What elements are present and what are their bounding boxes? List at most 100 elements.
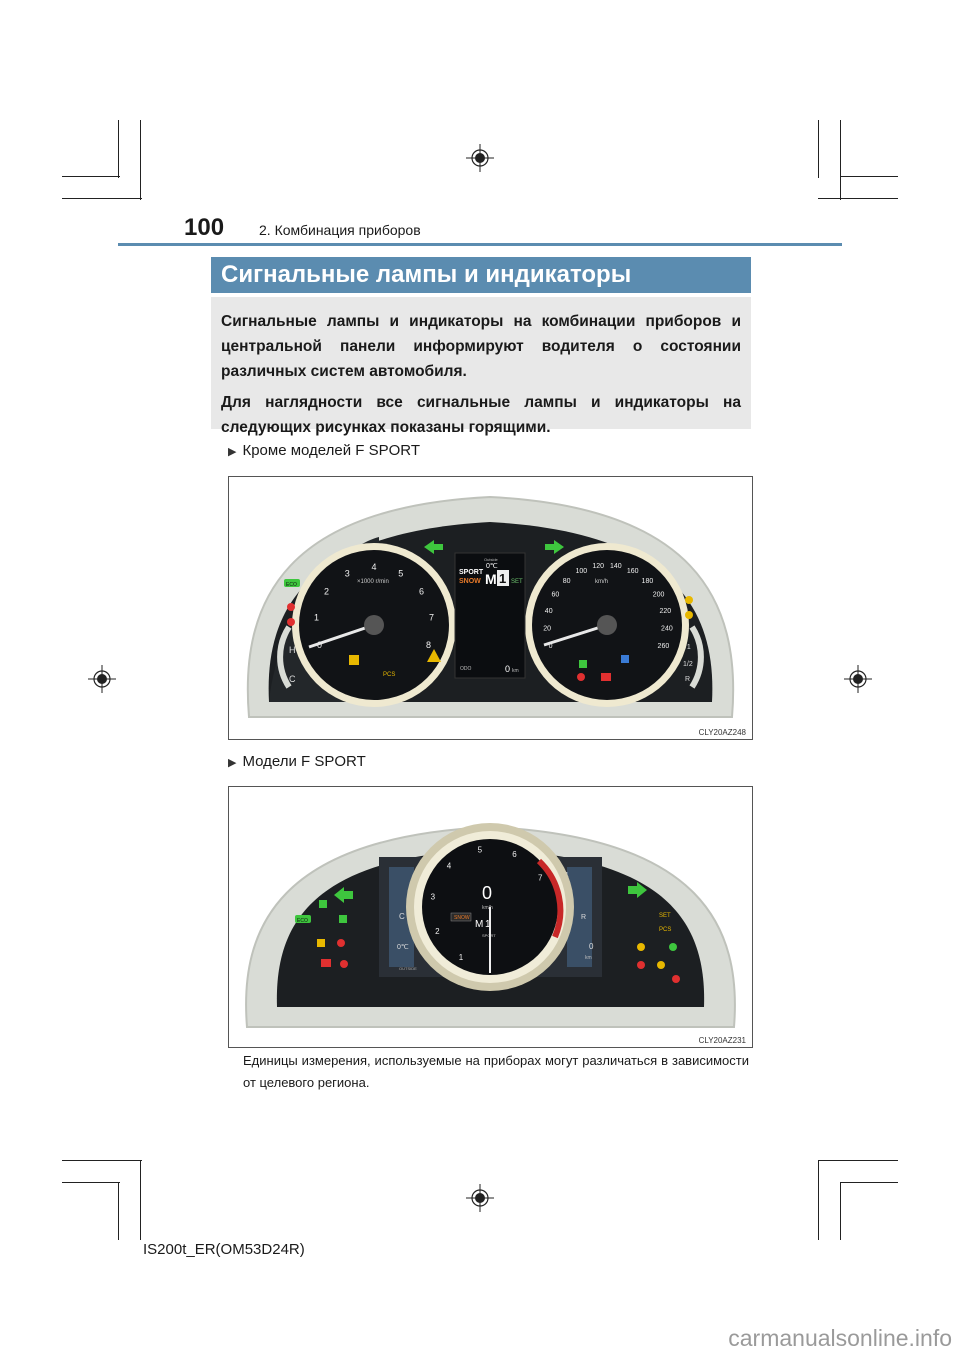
tire-pressure-icon xyxy=(637,943,645,951)
slip-indicator-icon xyxy=(349,655,359,665)
crop-mark xyxy=(140,120,141,200)
cluster-standard-illustration: H C 1/1 1/2 R 012345678 ×1000 r/min 0204… xyxy=(229,477,752,739)
parking-brake-icon xyxy=(672,975,680,983)
master-warning-icon xyxy=(657,961,665,969)
speed-label: 0 xyxy=(549,643,553,650)
units-note: Единицы измерения, используемые на прибо… xyxy=(243,1053,749,1090)
speed-label: 60 xyxy=(552,592,560,599)
speed-label: 160 xyxy=(627,568,639,575)
mode-snow-text: SNOW xyxy=(459,578,481,585)
tire-pressure-icon xyxy=(685,596,693,604)
gear-number: 1 xyxy=(499,571,506,586)
triangle-bullet-icon: ▶ xyxy=(228,757,237,769)
crop-mark xyxy=(818,120,819,178)
fuel-empty-label: R xyxy=(685,676,690,683)
model-code: IS200t_ER(OM53D24R) xyxy=(143,1241,305,1258)
brake-warning-icon xyxy=(287,603,295,611)
gear-letter: M xyxy=(475,919,483,930)
turn-left-arrow-icon xyxy=(424,540,443,554)
registration-mark-top xyxy=(466,144,494,172)
crop-mark xyxy=(62,1160,142,1161)
crop-mark xyxy=(62,198,142,199)
speed-unit: km/h xyxy=(482,905,493,911)
intro-paragraph-2: Для наглядности все сигнальные лампы и и… xyxy=(221,394,741,436)
speed-label: 220 xyxy=(659,608,671,615)
rpm-label: 5 xyxy=(478,846,483,855)
crop-mark xyxy=(818,198,898,199)
tach-label: 6 xyxy=(419,587,424,597)
tach-label: 5 xyxy=(398,569,403,579)
mode-snow-text: SNOW xyxy=(454,915,470,921)
speed-label: 240 xyxy=(661,626,673,633)
temp-c-label: C xyxy=(289,674,296,684)
master-warning-icon xyxy=(427,649,441,662)
figure1-cluster-standard: H C 1/1 1/2 R 012345678 ×1000 r/min 0204… xyxy=(228,476,753,740)
turn-right-arrow-icon xyxy=(545,540,564,554)
eco-indicator-text: ECO xyxy=(286,582,297,588)
figure1-caption: ▶ Кроме моделей F SPORT xyxy=(228,442,420,459)
outside-temp: 0℃ xyxy=(397,944,409,951)
odo-value: 0 xyxy=(589,942,594,951)
crop-mark xyxy=(840,1182,898,1183)
rpm-label: 2 xyxy=(435,927,440,936)
mode-sport-text: SPORT xyxy=(459,569,484,576)
speed-label: 180 xyxy=(642,578,654,585)
crop-mark xyxy=(62,1182,120,1183)
outside-label: Outside xyxy=(484,557,499,562)
airbag-warning-icon xyxy=(637,961,645,969)
rpm-label: 3 xyxy=(431,893,436,902)
cruise-set-text: SET xyxy=(511,579,523,585)
airbag-warning-icon xyxy=(577,673,585,681)
figure1-caption-text: Кроме моделей F SPORT xyxy=(242,442,421,459)
battery-warning-icon xyxy=(601,673,611,681)
gear-number: 1 xyxy=(485,919,491,930)
pcs-indicator-text: PCS xyxy=(659,927,671,933)
speed-label: 120 xyxy=(592,563,604,570)
tach-label: 2 xyxy=(324,587,329,597)
registration-mark-right xyxy=(844,665,872,693)
temp-c-label: C xyxy=(399,912,405,921)
speed-label: 260 xyxy=(658,643,670,650)
crop-mark xyxy=(840,1182,841,1240)
gear-letter: M xyxy=(485,571,497,587)
tach-label: 1 xyxy=(314,612,319,622)
speed-label: 200 xyxy=(653,592,665,599)
registration-mark-bottom xyxy=(466,1184,494,1212)
eco-indicator-icon xyxy=(295,915,311,923)
speed-value: 0 xyxy=(482,883,492,903)
speed-label: 40 xyxy=(545,608,553,615)
battery-warning-icon xyxy=(321,959,331,967)
cruise-set-text: SET xyxy=(659,913,671,919)
tach-label: 8 xyxy=(426,640,431,650)
odo-unit: km xyxy=(512,668,519,674)
watermark: carmanualsonline.info xyxy=(728,1325,952,1351)
crop-mark xyxy=(818,1160,819,1240)
crop-mark xyxy=(118,120,119,178)
intro-paragraph-1: Сигнальные лампы и индикаторы на комбина… xyxy=(221,313,741,380)
eco-indicator-icon xyxy=(284,579,300,587)
speed-label: 80 xyxy=(563,578,571,585)
triangle-bullet-icon: ▶ xyxy=(228,446,237,458)
tach-unit: ×1000 r/min xyxy=(357,579,389,585)
speed-label: 140 xyxy=(610,563,622,570)
turn-left-arrow-icon xyxy=(334,887,353,903)
rpm-label: 6 xyxy=(512,850,517,859)
page-number: 100 xyxy=(184,214,225,241)
speed-unit: km/h xyxy=(595,579,608,585)
tach-label: 7 xyxy=(429,612,434,622)
seatbelt-warning-icon xyxy=(340,960,348,968)
crop-mark xyxy=(140,1160,141,1240)
tach-label: 4 xyxy=(371,562,376,572)
crop-mark xyxy=(62,176,120,177)
crop-mark xyxy=(118,1182,119,1240)
figure2-code: CLY20AZ231 xyxy=(696,1036,748,1045)
figure2-caption: ▶ Модели F SPORT xyxy=(228,753,366,770)
figure2-caption-text: Модели F SPORT xyxy=(242,753,366,770)
temp-h-label: H xyxy=(289,645,296,655)
pcs-indicator-text: PCS xyxy=(383,672,395,678)
speed-label: 100 xyxy=(575,568,587,575)
fuel-half-label: 1/2 xyxy=(683,661,693,668)
header-rule xyxy=(118,243,842,246)
fuel-full-label: 1/1 xyxy=(681,644,691,651)
odo-value: 0 xyxy=(505,664,510,674)
